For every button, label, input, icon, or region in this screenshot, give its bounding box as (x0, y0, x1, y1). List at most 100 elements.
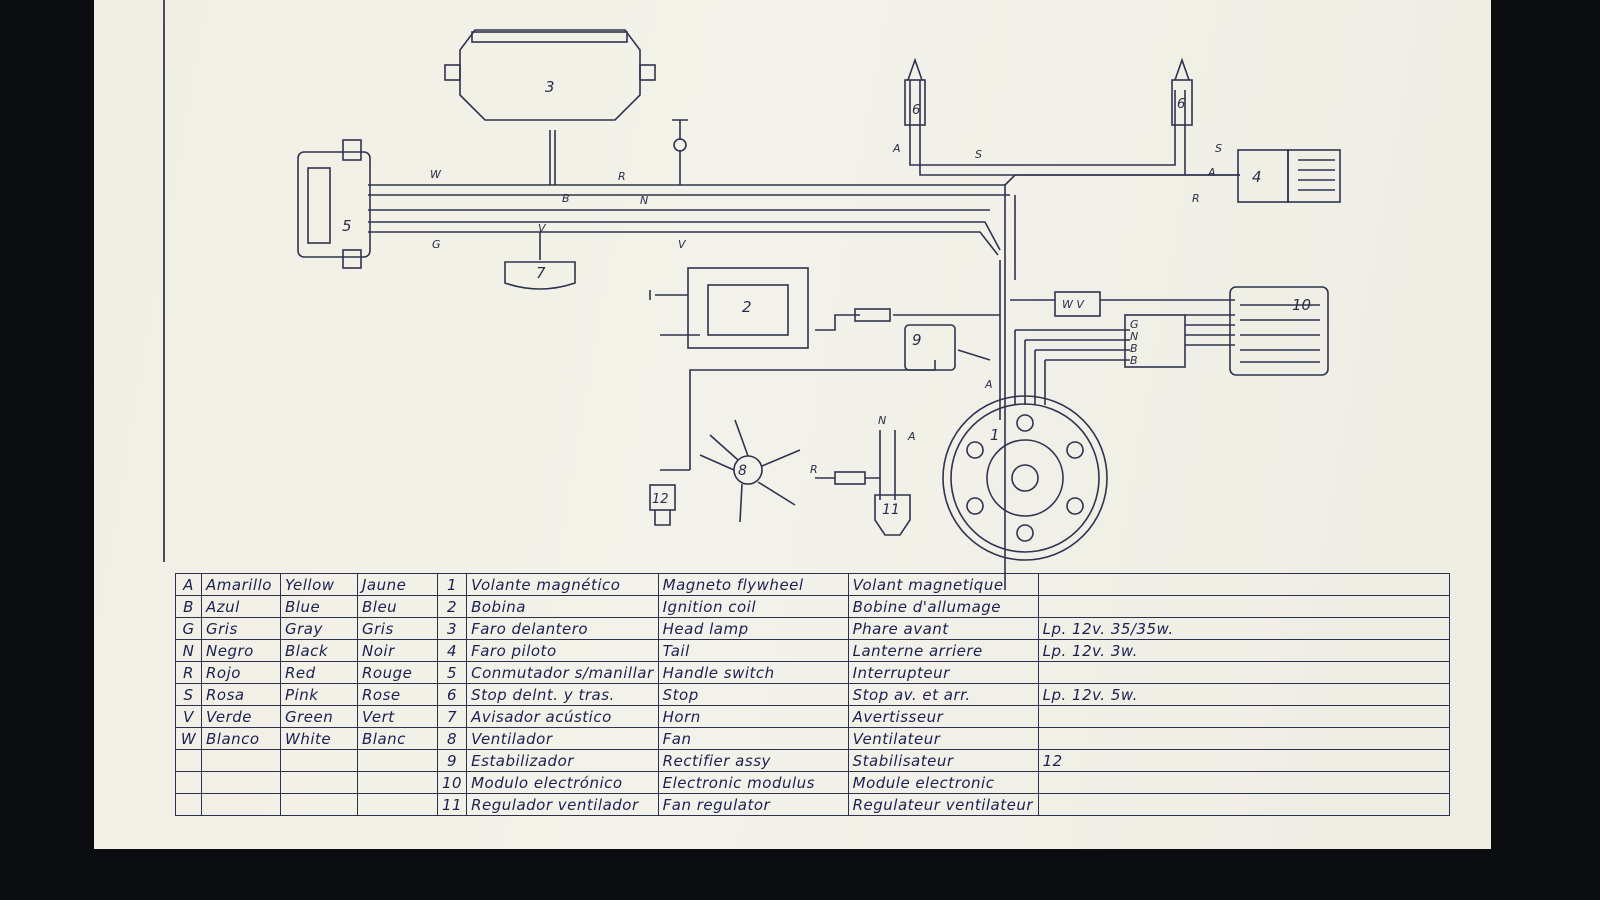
electronic-module-component: 10 (1229, 286, 1329, 376)
part-number: 3 (436, 617, 468, 640)
part-number: 1 (436, 573, 468, 596)
color-code: B (175, 595, 202, 618)
handle-switch-component: 5 (297, 139, 371, 269)
wire-label: R (618, 170, 626, 183)
wire-label: V (538, 222, 547, 235)
part-english: Handle switch (657, 661, 849, 684)
label-10: 10 (1292, 296, 1311, 314)
part-english: Fan regulator (657, 793, 849, 816)
part-english: Head lamp (657, 617, 849, 640)
part-spec (1037, 661, 1450, 684)
part-french: Volant magnetique (847, 573, 1039, 596)
part-spec: Lp. 12v. 3w. (1037, 639, 1450, 662)
part-french: Bobine d'allumage (847, 595, 1039, 618)
part-number: 5 (436, 661, 468, 684)
headlamp-component: 3 (444, 29, 656, 121)
color-code: R (175, 661, 202, 684)
label-8: 8 (738, 463, 747, 479)
drawing-frame (163, 0, 1477, 562)
part-french: Phare avant (847, 617, 1039, 640)
color-spanish (201, 793, 281, 816)
wire-label: A (984, 378, 993, 391)
connector-label: B (1130, 342, 1138, 355)
part-spec (1037, 705, 1450, 728)
color-spanish: Amarillo (201, 573, 281, 596)
color-french: Bleu (357, 595, 438, 618)
wire-label: W (430, 168, 442, 181)
part-spanish: Faro delantero (466, 617, 659, 640)
part-english: Horn (657, 705, 849, 728)
taillamp-component: 4 (1237, 149, 1341, 203)
color-code: N (175, 639, 202, 662)
color-english (280, 793, 358, 816)
part-spanish: Volante magnético (466, 573, 659, 596)
part-english: Rectifier assy (657, 749, 849, 772)
part-spanish: Conmutador s/manillar (466, 661, 659, 684)
wire-label: R (810, 463, 818, 476)
color-spanish: Negro (201, 639, 281, 662)
fan-regulator-component: 11 (874, 494, 911, 536)
fan-motor-component: 12 (649, 484, 676, 526)
label-6b: 6 (1177, 97, 1185, 112)
part-english: Tail (657, 639, 849, 662)
part-number: 6 (436, 683, 468, 706)
color-spanish: Verde (201, 705, 281, 728)
color-english: Blue (280, 595, 358, 618)
wire-label: A (892, 142, 901, 155)
color-english: Pink (280, 683, 358, 706)
connector-label: B (1130, 354, 1138, 367)
label-9: 9 (912, 331, 922, 349)
label-11: 11 (882, 502, 900, 518)
color-english: Black (280, 639, 358, 662)
connector-label: G (1130, 318, 1139, 331)
wire-label: V (678, 238, 687, 251)
stabilizer-component: 9 (904, 324, 956, 371)
horn-component: 7 (504, 261, 576, 290)
label-5: 5 (342, 217, 352, 235)
label-3: 3 (545, 78, 555, 96)
connector-label: N (1130, 330, 1138, 343)
color-spanish: Gris (201, 617, 281, 640)
color-spanish (201, 771, 281, 794)
part-spanish: Avisador acústico (466, 705, 659, 728)
color-french: Rose (357, 683, 438, 706)
color-spanish: Rosa (201, 683, 281, 706)
ignition-coil-component: 2 (649, 267, 809, 349)
part-number: 2 (436, 595, 468, 618)
part-english: Stop (657, 683, 849, 706)
wire-label: N (878, 414, 886, 427)
magneto-flywheel-component: 1 (942, 395, 1108, 561)
color-code: S (175, 683, 202, 706)
stop-switch-component (672, 119, 688, 152)
color-code (175, 771, 202, 794)
part-english: Magneto flywheel (657, 573, 849, 596)
part-spec: Lp. 12v. 35/35w. (1037, 617, 1450, 640)
part-spec: Lp. 12v. 5w. (1037, 683, 1450, 706)
color-french (357, 749, 438, 772)
part-french: Avertisseur (847, 705, 1039, 728)
color-english: Red (280, 661, 358, 684)
color-french: Gris (357, 617, 438, 640)
color-code: G (175, 617, 202, 640)
part-number: 10 (436, 771, 468, 794)
label-2: 2 (742, 298, 752, 316)
color-code (175, 793, 202, 816)
wire-label: S (975, 148, 982, 161)
color-spanish: Blanco (201, 727, 281, 750)
part-number: 11 (436, 793, 468, 816)
part-spanish: Estabilizador (466, 749, 659, 772)
part-spec (1037, 573, 1450, 596)
resistor (834, 471, 866, 485)
fan-component: 8 (699, 419, 801, 523)
color-french: Noir (357, 639, 438, 662)
color-french: Blanc (357, 727, 438, 750)
color-french: Jaune (357, 573, 438, 596)
part-french: Interrupteur (847, 661, 1039, 684)
